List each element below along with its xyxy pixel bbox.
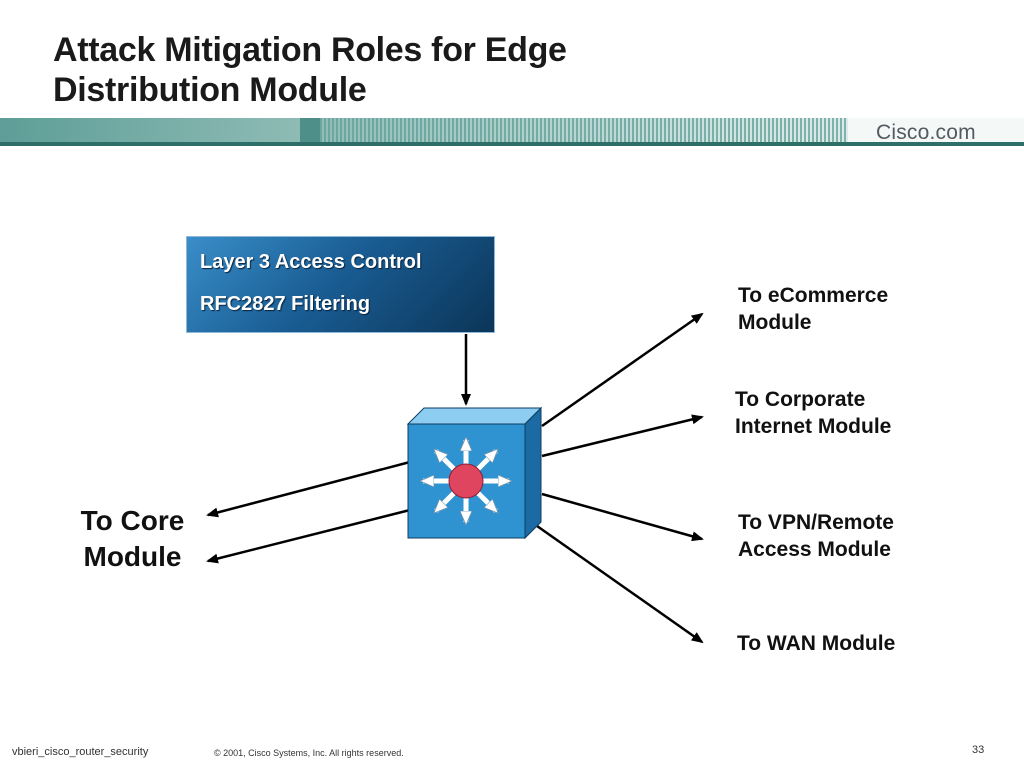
link-vpn — [541, 492, 704, 542]
label-vpn-module: To VPN/Remote Access Module — [738, 509, 894, 563]
label-vpn-line2: Access Module — [738, 538, 891, 561]
link-core-2 — [206, 508, 411, 564]
link-wan — [536, 524, 704, 644]
label-vpn-line1: To VPN/Remote — [738, 511, 894, 534]
slide-title-line2: Distribution Module — [53, 71, 367, 109]
access-control-box: Layer 3 Access Control RFC2827 Filtering — [186, 236, 495, 333]
switch-center-dot — [448, 463, 484, 499]
layer3-switch-icon — [406, 406, 543, 540]
label-corporate-line1: To Corporate — [735, 388, 866, 411]
slide-title-line1: Attack Mitigation Roles for Edge — [53, 31, 567, 69]
label-wan-module: To WAN Module — [737, 632, 896, 655]
label-ecommerce-line2: Module — [738, 311, 812, 334]
label-core-line2: Module — [83, 541, 182, 572]
footer-copyright: © 2001, Cisco Systems, Inc. All rights r… — [214, 748, 404, 758]
link-corporate — [541, 414, 704, 458]
label-ecommerce-line1: To eCommerce — [738, 284, 889, 307]
slide-title: Attack Mitigation Roles for Edge Distrib… — [53, 30, 567, 110]
page-number: 33 — [972, 744, 985, 756]
label-corporate-module: To Corporate Internet Module — [735, 386, 891, 440]
footer-filename: vbieri_cisco_router_security — [12, 746, 149, 758]
cisco-stripe-banner — [0, 118, 1024, 146]
label-core-line1: To Core — [80, 505, 185, 536]
label-ecommerce-module: To eCommerce Module — [738, 282, 888, 336]
infobox-line-1: Layer 3 Access Control — [200, 251, 422, 273]
cisco-com-label: Cisco.com — [876, 121, 976, 144]
label-corporate-line2: Internet Module — [735, 415, 892, 438]
link-core-1 — [206, 460, 411, 518]
infobox-line-2: RFC2827 Filtering — [200, 293, 371, 315]
label-core-module: To Core Module — [60, 503, 205, 575]
link-ecommerce — [541, 312, 704, 428]
